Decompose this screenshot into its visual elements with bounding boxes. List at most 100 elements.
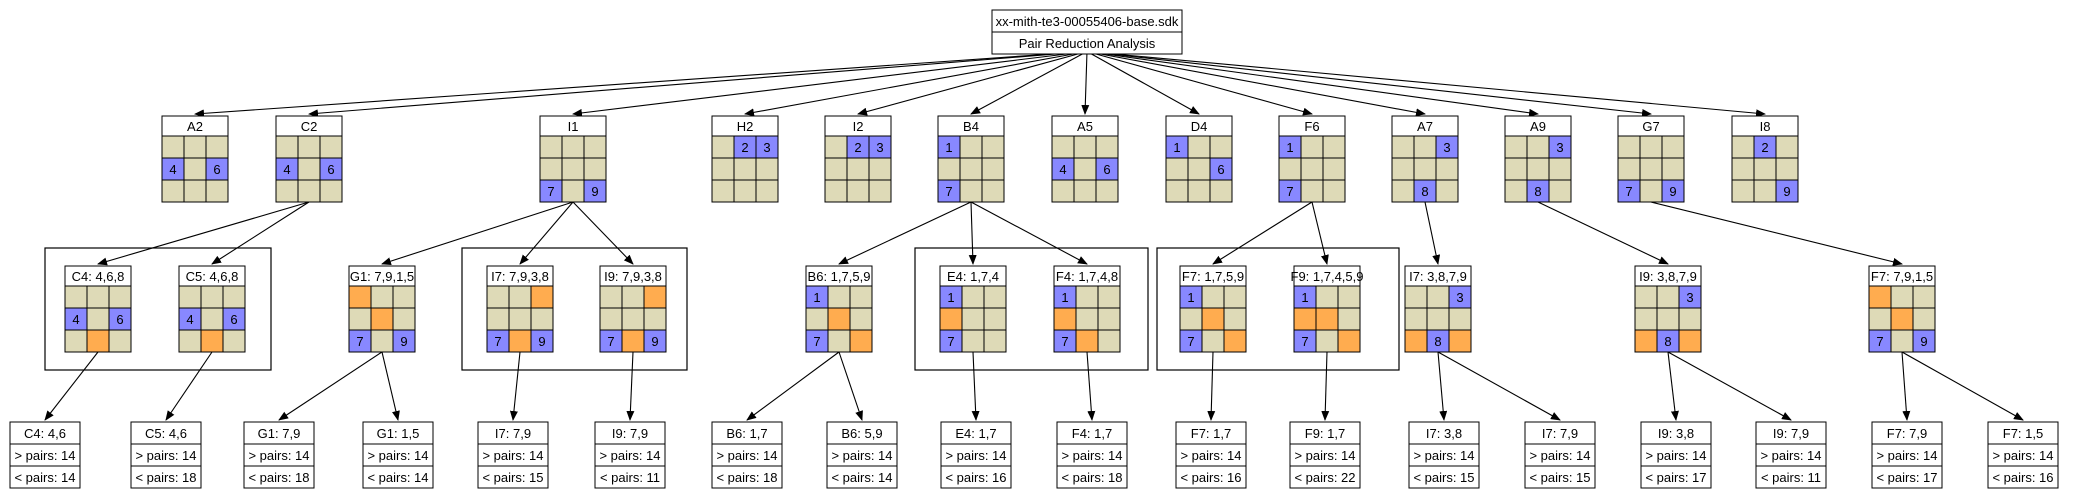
leaf-label: E4: 1,7: [955, 426, 996, 441]
grid-cell: [1337, 307, 1361, 331]
grid-cell: [868, 179, 892, 203]
grid-cell: [1656, 307, 1680, 331]
grid-cell: [1678, 329, 1702, 353]
root-subtitle: Pair Reduction Analysis: [1019, 36, 1156, 51]
grid-cell: [1322, 179, 1346, 203]
grid-cell: [1201, 285, 1225, 309]
leaf-more-pairs: > pairs: 14: [599, 448, 660, 463]
grid-cell: [200, 285, 224, 309]
leaf-label: C5: 4,6: [145, 426, 187, 441]
grid-cell: [621, 329, 645, 353]
leaf-more-pairs: > pairs: 14: [1061, 448, 1122, 463]
grid-cell: [1391, 179, 1415, 203]
grid-cell: [1548, 179, 1572, 203]
leaf-node: F7: 1,5> pairs: 14< pairs: 16: [1987, 421, 2059, 489]
edge-line: [1667, 351, 1679, 421]
grid-cell: [1223, 307, 1247, 331]
leaf-label: I7: 3,8: [1426, 426, 1462, 441]
grid-cell: [1073, 157, 1097, 181]
leaf-less-pairs: < pairs: 18: [716, 470, 777, 485]
leaf-label: I9: 7,9: [1773, 426, 1809, 441]
tier2-node: F9: 1,7,4,5,917: [1291, 265, 1364, 353]
edge-line: [278, 351, 383, 421]
grid-cell: [1075, 307, 1099, 331]
grid-cell: [1179, 307, 1203, 331]
grid-cell: [205, 179, 229, 203]
grid-cell: [1661, 135, 1685, 159]
edge-line: [1437, 351, 1561, 421]
edge-line: [97, 201, 310, 266]
leaf-label: C4: 4,6: [24, 426, 66, 441]
leaf-less-pairs: < pairs: 16: [945, 470, 1006, 485]
grid-cell: [1278, 157, 1302, 181]
cell-digit: 7: [1876, 334, 1883, 349]
edge-line: [1091, 53, 1200, 115]
cell-digit: 7: [356, 334, 363, 349]
edge-line: [1311, 201, 1329, 265]
leaf-label: G1: 7,9: [258, 426, 301, 441]
grid-cell: [711, 135, 735, 159]
cell-digit: 4: [1059, 162, 1066, 177]
cell-digit: 7: [1187, 334, 1194, 349]
grid-cell: [161, 179, 185, 203]
edges: [44, 53, 2024, 421]
grid-cell: [1095, 135, 1119, 159]
tier2-label: I9: 3,8,7,9: [1639, 269, 1697, 284]
grid-cell: [1097, 285, 1121, 309]
cell-digit: 4: [169, 162, 176, 177]
tier2-label: C5: 4,6,8: [186, 269, 239, 284]
tier1-label: F6: [1304, 119, 1319, 134]
cell-digit: 6: [213, 162, 220, 177]
grid-cell: [486, 285, 510, 309]
leaf-less-pairs: < pairs: 18: [135, 470, 196, 485]
grid-cell: [1678, 307, 1702, 331]
tier1-label: I2: [853, 119, 864, 134]
grid-cell: [1435, 157, 1459, 181]
cell-digit: 1: [813, 290, 820, 305]
grid-cell: [1656, 285, 1680, 309]
leaf-less-pairs: < pairs: 16: [1180, 470, 1241, 485]
grid-cell: [1322, 157, 1346, 181]
grid-cell: [297, 179, 321, 203]
edge-line: [1667, 351, 1792, 421]
grid-cell: [530, 329, 554, 353]
cell-digit: 2: [854, 140, 861, 155]
grid-cell: [222, 285, 246, 309]
cell-digit: 8: [1421, 184, 1428, 199]
grid-cell: [64, 285, 88, 309]
grid-cell: [961, 329, 985, 353]
edge-line: [211, 201, 310, 265]
tier2-node: I9: 3,8,7,938: [1634, 265, 1702, 353]
leaf-label: F4: 1,7: [1072, 426, 1112, 441]
grid-cell: [486, 307, 510, 331]
grid-cell: [1753, 157, 1777, 181]
grid-cell: [1404, 307, 1428, 331]
cell-digit: 9: [1783, 184, 1790, 199]
grid-cell: [1639, 157, 1663, 181]
leaf-node: I7: 7,9> pairs: 14< pairs: 15: [1524, 421, 1596, 489]
grid-cell: [849, 307, 873, 331]
leaf-less-pairs: < pairs: 18: [1061, 470, 1122, 485]
tier2-label: B6: 1,7,5,9: [808, 269, 871, 284]
grid-cell: [1209, 179, 1233, 203]
leaf-less-pairs: < pairs: 22: [1294, 470, 1355, 485]
tier1-label: I1: [568, 119, 579, 134]
grid-cell: [297, 157, 321, 181]
grid-cell: [961, 285, 985, 309]
cell-digit: 7: [945, 184, 952, 199]
grid-cell: [755, 179, 779, 203]
leaf-more-pairs: > pairs: 14: [248, 448, 309, 463]
grid-cell: [1661, 179, 1685, 203]
tier2-label: F7: 1,7,5,9: [1182, 269, 1244, 284]
cell-digit: 3: [1686, 290, 1693, 305]
grid-cell: [222, 329, 246, 353]
grid-cell: [1051, 135, 1075, 159]
leaf-less-pairs: < pairs: 18: [248, 470, 309, 485]
tier1-label: H2: [737, 119, 754, 134]
